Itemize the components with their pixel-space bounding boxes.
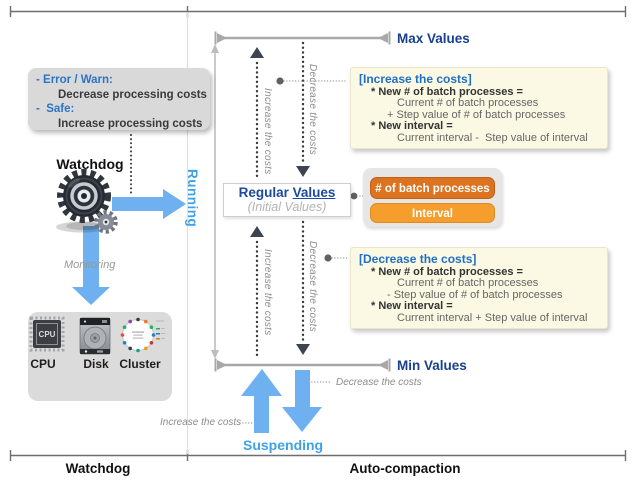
regular-values-box: Regular Values (Initial Values) <box>223 183 351 217</box>
running-state-label: Running <box>185 169 200 228</box>
upper-decrease-label: Decrease the costs <box>307 64 318 155</box>
monitoring-arrow <box>72 226 110 305</box>
decrease-eq1-lhs: * New # of batch processes = <box>371 265 523 278</box>
regular-values-subtitle: (Initial Values) <box>247 200 327 214</box>
suspend-increase-arrow <box>241 369 282 433</box>
suspend-decrease-arrow <box>282 370 322 432</box>
cluster-icon <box>119 316 165 354</box>
min-dimension-line <box>214 358 391 372</box>
lower-decrease-dotted-line <box>296 220 310 355</box>
decrease-eq2-lhs: * New interval = <box>371 300 453 313</box>
increase-eq1-line1: Current # of batch processes <box>397 97 539 110</box>
watchdog-to-running-arrow <box>112 189 186 219</box>
upper-increase-label: Increase the costs <box>262 88 273 175</box>
increase-eq1-line2: + Step value of # of batch processes <box>387 108 566 121</box>
watchdog-policy-box: - Error / Warn: Decrease processing cost… <box>28 68 210 130</box>
suspending-state-label: Suspending <box>243 437 324 453</box>
fine-connectors <box>239 80 367 424</box>
watchdog-section-label: Watchdog <box>65 461 131 476</box>
decrease-costs-box: [Decrease the costs] * New # of batch pr… <box>350 247 608 330</box>
increase-eq2-line1: Current interval - Step value of interva… <box>397 131 588 144</box>
cpu-label: CPU <box>30 357 56 371</box>
policy-error-action: Decrease processing costs <box>58 88 207 101</box>
lower-increase-dotted-line <box>250 226 264 358</box>
watchdog-gear-icon <box>54 168 120 234</box>
increase-box-title: [Increase the costs] <box>359 72 472 86</box>
autocompaction-section-label: Auto-compaction <box>349 461 461 476</box>
cpu-chip-text: CPU <box>39 330 56 339</box>
increase-costs-box: [Increase the costs] * New # of batch pr… <box>350 67 608 150</box>
decrease-eq1-line1: Current # of batch processes <box>397 277 539 290</box>
decrease-eq1-line2: - Step value of # of batch processes <box>387 288 563 301</box>
suspend-increase-note: Increase the costs <box>160 417 242 428</box>
policy-error-label: - Error / Warn: <box>36 74 113 86</box>
batch-processes-node: # of batch processes <box>370 177 495 199</box>
lower-decrease-label: Decrease the costs <box>307 241 318 332</box>
policy-safe-label: - Safe: <box>36 103 75 115</box>
upper-increase-dotted-line <box>250 47 264 181</box>
disk-icon <box>77 316 113 356</box>
monitoring-label: Monitoring <box>64 259 116 271</box>
blue-arrows <box>72 189 322 433</box>
decrease-box-title: [Decrease the costs] <box>359 252 477 266</box>
policy-safe-action: Increase processing costs <box>58 117 203 130</box>
lower-increase-label: Increase the costs <box>262 249 273 336</box>
increase-eq1-lhs: * New # of batch processes = <box>371 85 523 98</box>
max-values-label: Max Values <box>397 31 470 46</box>
cpu-icon: CPU <box>29 315 65 353</box>
increase-eq2-lhs: * New interval = <box>371 120 453 133</box>
min-values-label: Min Values <box>397 358 467 373</box>
disk-label: Disk <box>83 357 109 371</box>
parameters-group: # of batch processes Interval <box>363 168 502 227</box>
suspend-decrease-note: Decrease the costs <box>336 377 422 388</box>
interval-node: Interval <box>370 203 495 223</box>
regular-values-title: Regular Values <box>238 185 336 200</box>
max-dimension-line <box>214 31 391 45</box>
decrease-eq2-line1: Current interval + Step value of interva… <box>397 311 588 324</box>
cluster-label: Cluster <box>119 357 161 371</box>
top-ruler <box>9 6 627 17</box>
watchdog-title: Watchdog <box>56 156 124 172</box>
hardware-box: CPU <box>28 312 172 401</box>
upper-decrease-dotted-line <box>296 41 310 177</box>
range-span-arrow <box>211 44 219 359</box>
